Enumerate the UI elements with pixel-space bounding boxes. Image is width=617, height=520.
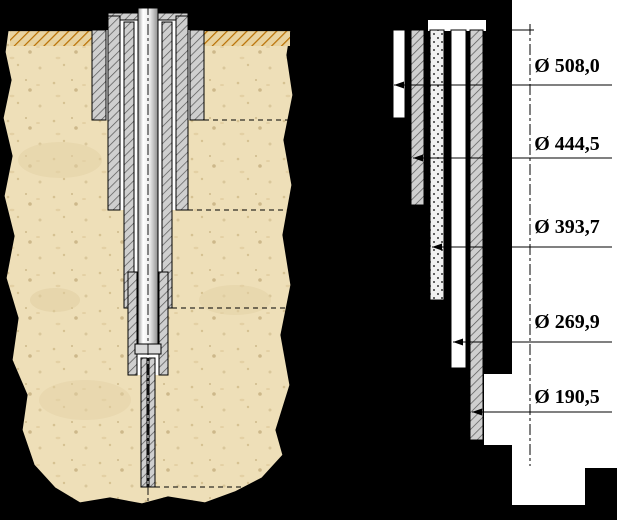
arrow-icon-393 [432, 243, 442, 251]
soil-blotch [30, 288, 80, 312]
casing-bar-444 [410, 29, 425, 206]
arrow-icon-444 [413, 154, 423, 162]
arrow-icon-190 [472, 408, 482, 416]
casing-bar-508 [392, 29, 406, 119]
casing-bar-393 [429, 29, 445, 301]
diameter-label-444: Ø 444,5 [534, 133, 600, 155]
soil-blotch [18, 142, 102, 178]
diameter-label-393: Ø 393,7 [534, 216, 600, 238]
conductor-wall-right [189, 29, 205, 121]
liner-wall-right [158, 271, 169, 376]
soil-blotch [39, 380, 131, 420]
diameter-label-190: Ø 190,5 [534, 386, 600, 408]
leader-lines [394, 84, 612, 413]
intermediate-casing-wall-right [161, 21, 173, 309]
tail-pipe-wall-left [140, 357, 148, 488]
casing-diameter-schematic: Ø 508,0 Ø 444,5 Ø 393,7 Ø 269,9 Ø 190,5 [392, 0, 617, 505]
surface-hatch-left [10, 31, 92, 46]
panel-notch-fill [484, 374, 512, 445]
surface-casing-wall-left [107, 15, 121, 211]
soil-blotch [199, 285, 271, 315]
label-panel-foot [512, 468, 585, 505]
arrow-icon-269 [453, 338, 463, 346]
liner-wall-left [127, 271, 138, 376]
depth-dashed-lines [155, 119, 292, 488]
casing-bar-190 [469, 29, 484, 441]
surface-hatch-right [204, 31, 290, 46]
diameter-label-269: Ø 269,9 [534, 311, 600, 333]
surface-casing-wall-right [175, 15, 189, 211]
casing-stack [91, 4, 205, 503]
tail-pipe-wall-right [148, 357, 156, 488]
diameter-labels: Ø 508,0 Ø 444,5 Ø 393,7 Ø 269,9 Ø 190,5 [534, 55, 600, 408]
casing-bar-269 [450, 29, 467, 369]
leader-arrows [394, 81, 482, 416]
intermediate-casing-wall-left [123, 21, 135, 309]
wellhead-bar [428, 20, 486, 31]
diameter-label-508: Ø 508,0 [534, 55, 600, 77]
conductor-wall-left [91, 29, 107, 121]
arrow-icon-508 [394, 81, 404, 89]
